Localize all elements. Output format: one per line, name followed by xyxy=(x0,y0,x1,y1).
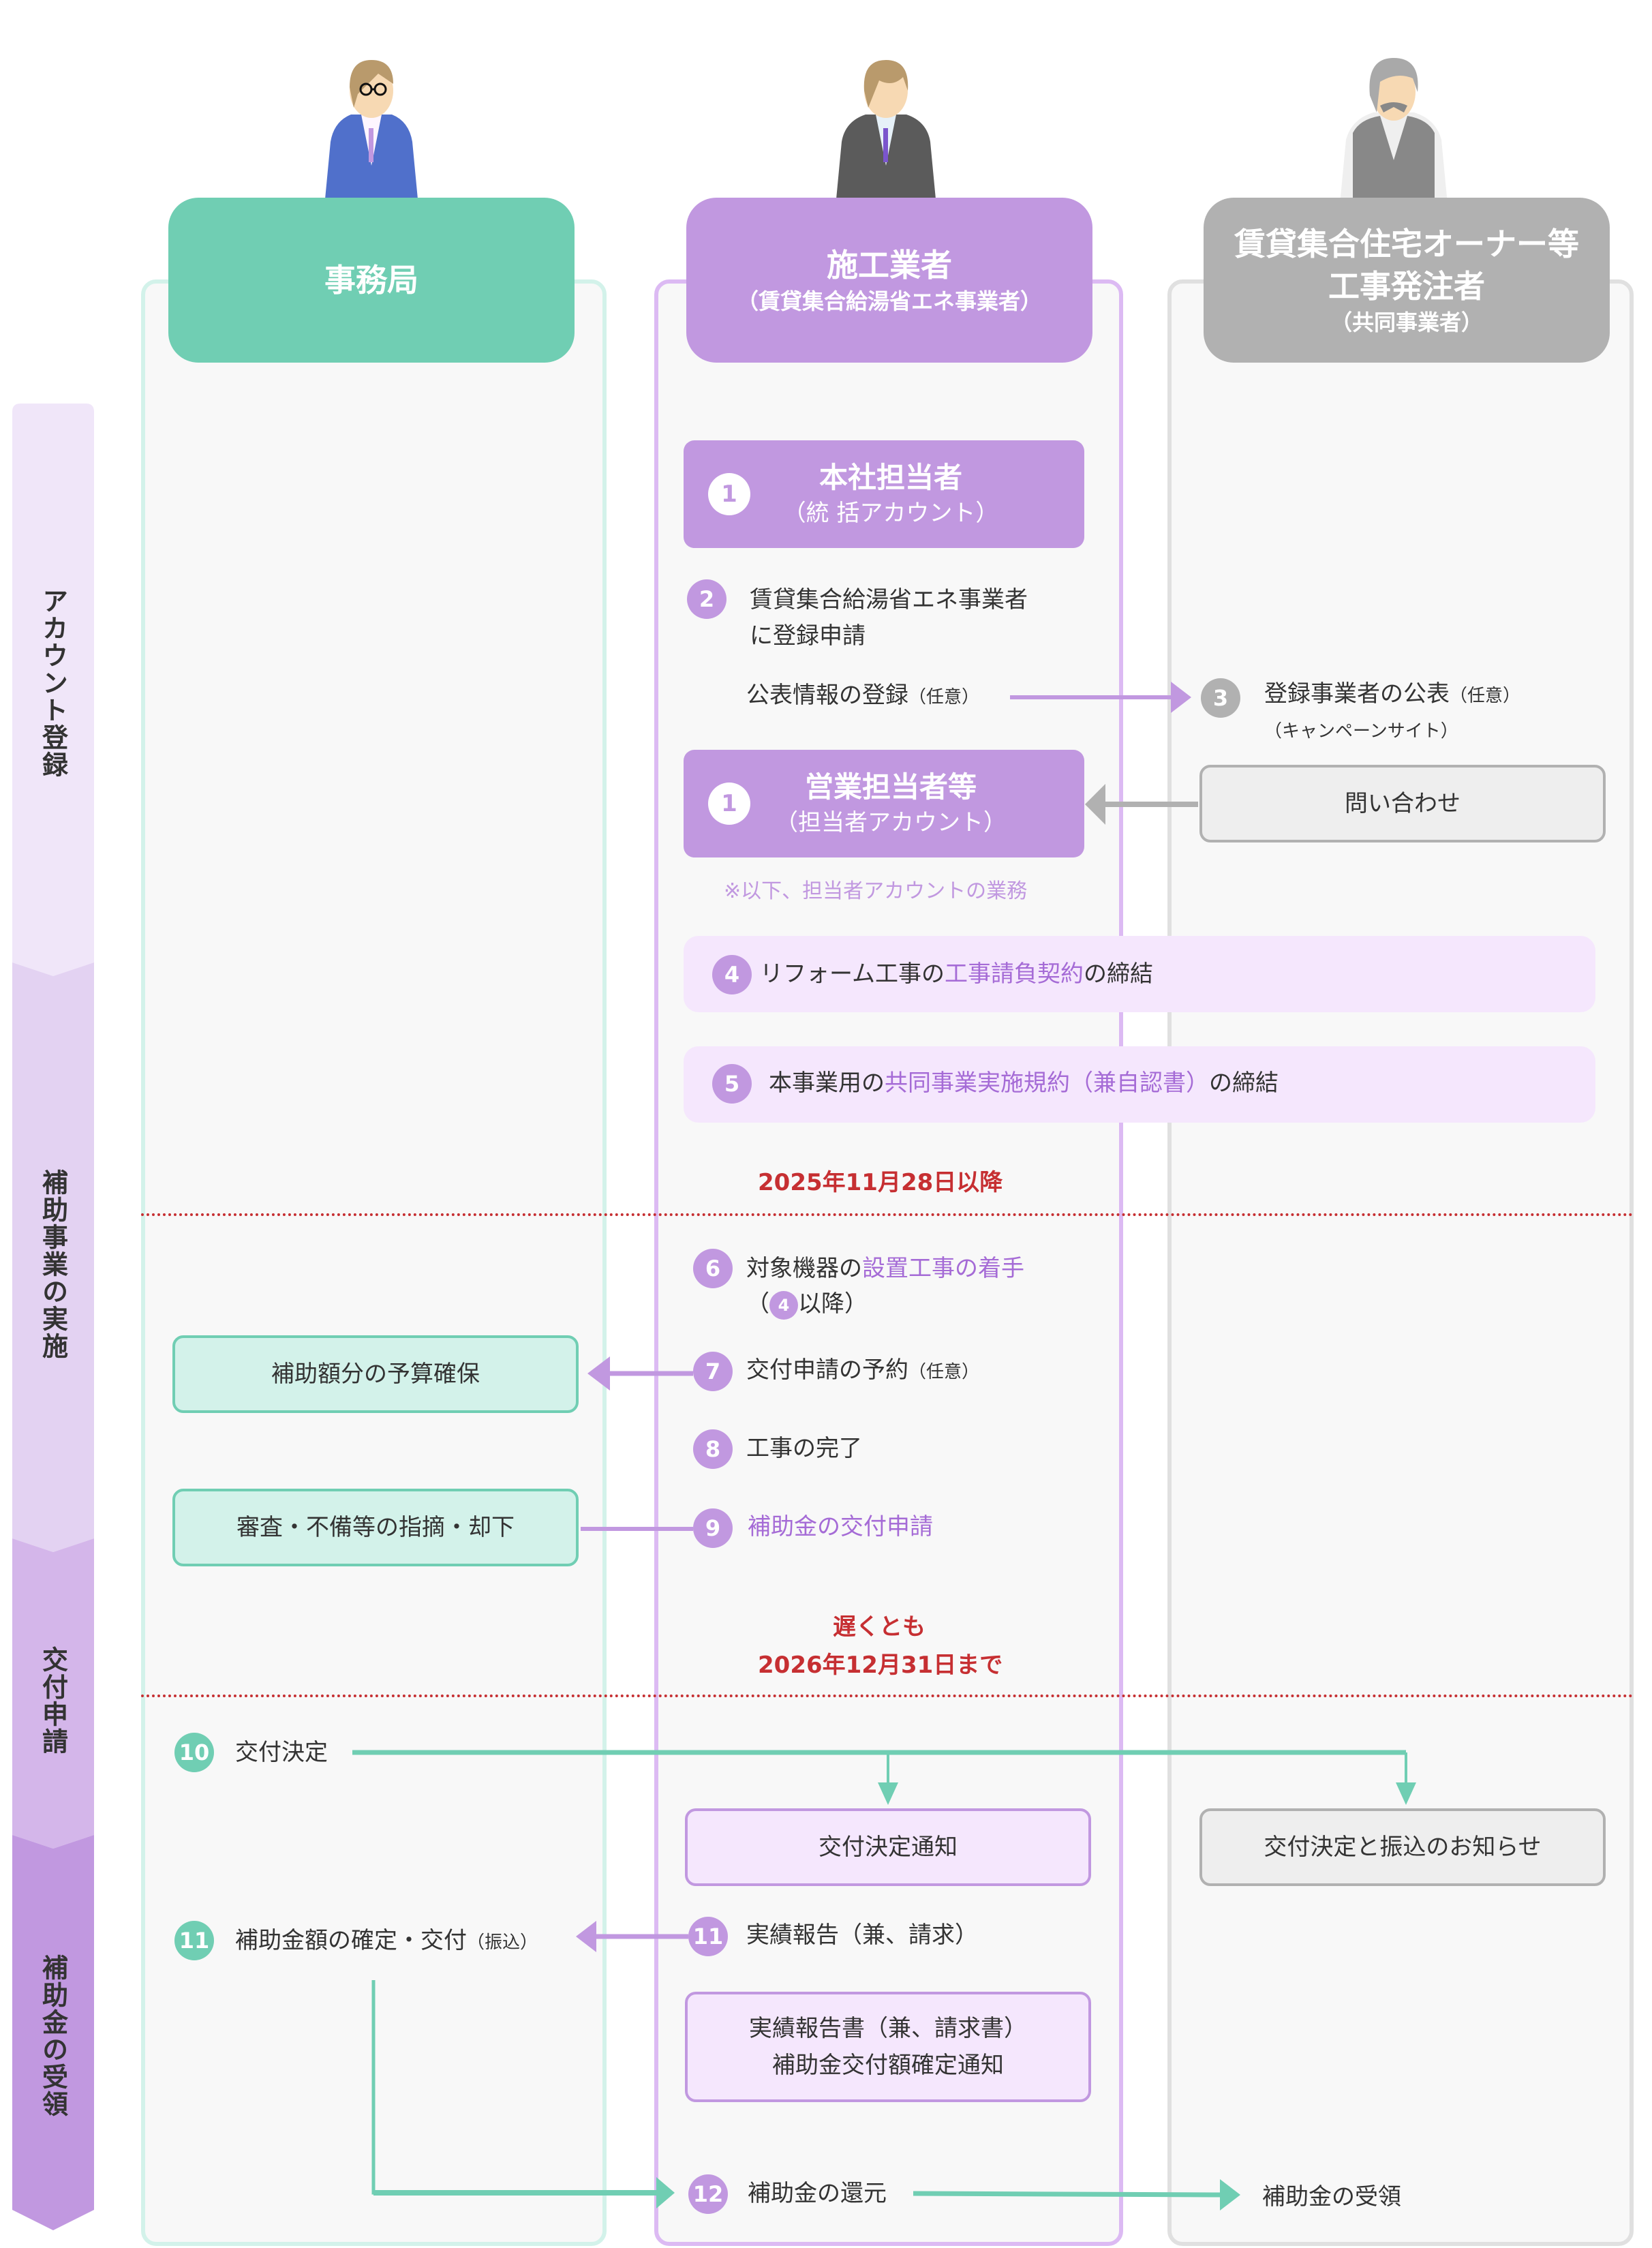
budget-box: 補助額分の予算確保 xyxy=(172,1335,579,1413)
step-badge: 9 xyxy=(693,1508,733,1548)
lane-contractor xyxy=(654,279,1123,2246)
deadline-divider xyxy=(141,1695,1634,1697)
step-11-contractor-label: 実績報告（兼、請求） xyxy=(746,1922,978,1949)
step-badge: 4 xyxy=(712,955,752,994)
step-4-band xyxy=(684,936,1595,1012)
phase-implementation: 補助事業の実施 xyxy=(37,1168,68,1360)
inquiry-box: 問い合わせ xyxy=(1199,765,1606,842)
step-badge: 2 xyxy=(687,579,726,619)
step-5-label: 本事業用の共同事業実施規約（兼自認書）の締結 xyxy=(769,1069,1279,1097)
grant-decision-notice-box: 交付決定通知 xyxy=(685,1808,1091,1886)
phase-account: アカウント登録 xyxy=(37,588,68,778)
step-badge: 8 xyxy=(693,1429,733,1469)
step-badge: 1 xyxy=(708,473,750,515)
step-badge: 6 xyxy=(693,1249,733,1288)
receive-label: 補助金の受領 xyxy=(1262,2183,1401,2211)
review-box: 審査・不備等の指摘・却下 xyxy=(172,1489,579,1566)
report-document-box: 実績報告書（兼、請求書） 補助金交付額確定通知 xyxy=(685,1992,1091,2102)
publish-registration: 公表情報の登録（任意） xyxy=(746,682,980,709)
phase-bar xyxy=(12,404,94,2230)
step-badge: 3 xyxy=(1201,678,1240,718)
step-badge: 11 xyxy=(688,1917,728,1956)
step-2-line2: に登録申請 xyxy=(750,622,866,650)
lane-owner xyxy=(1167,279,1634,2246)
step-badge: 11 xyxy=(174,1921,214,1960)
step-badge: 10 xyxy=(174,1733,214,1772)
step-6-label: 対象機器の設置工事の着手 xyxy=(746,1255,1024,1282)
deadline-end-line1: 遅くとも xyxy=(833,1613,926,1641)
sales-account-box: 1 営業担当者等 （担当者アカウント） xyxy=(684,750,1084,857)
step-5-band xyxy=(684,1046,1595,1123)
owner-icon xyxy=(1339,58,1448,211)
contractor-header: 施工業者 （賃貸集合給湯省エネ事業者） xyxy=(686,198,1092,363)
step-3-sub: （キャンペーンサイト） xyxy=(1264,721,1458,742)
step-badge: 1 xyxy=(708,783,750,825)
phase-receipt-shape xyxy=(12,1835,94,2230)
contractor-staff-icon xyxy=(835,60,937,213)
step-12-label: 補助金の還元 xyxy=(748,2180,887,2207)
lane-office xyxy=(141,279,607,2246)
office-header: 事務局 xyxy=(168,198,575,363)
step-3-label: 登録事業者の公表（任意） xyxy=(1264,680,1521,708)
step-8-label: 工事の完了 xyxy=(746,1435,862,1462)
step-2-line1: 賃貸集合給湯省エネ事業者 xyxy=(750,586,1028,613)
step-badge: 5 xyxy=(712,1064,752,1104)
phase-implementation-shape xyxy=(12,962,94,1552)
step-badge: 7 xyxy=(693,1352,733,1391)
step-9-label: 補助金の交付申請 xyxy=(748,1513,933,1540)
step-ref-badge: 4 xyxy=(769,1290,798,1320)
deadline-divider xyxy=(141,1213,1634,1216)
head-office-account-box: 1 本社担当者 （統 括アカウント） xyxy=(684,440,1084,548)
owner-header: 賃貸集合住宅オーナー等 工事発注者 （共同事業者） xyxy=(1204,198,1610,363)
step-11-office-label: 補助金額の確定・交付（振込） xyxy=(235,1927,538,1954)
step-badge: 12 xyxy=(688,2174,728,2214)
grant-transfer-notice-box: 交付決定と振込のお知らせ xyxy=(1199,1808,1606,1886)
phase-application: 交付申請 xyxy=(37,1645,68,1755)
deadline-end-line2: 2026年12月31日まで xyxy=(758,1652,1003,1679)
office-staff-icon xyxy=(324,60,419,213)
phase-application-shape xyxy=(12,1538,94,1849)
account-note: ※以下、担当者アカウントの業務 xyxy=(724,879,1028,903)
step-7-label: 交付申請の予約（任意） xyxy=(746,1356,980,1384)
phase-receipt: 補助金の受領 xyxy=(37,1954,68,2118)
phase-account-shape xyxy=(12,404,94,976)
step-10-label: 交付決定 xyxy=(235,1739,328,1766)
deadline-start: 2025年11月28日以降 xyxy=(758,1169,1003,1196)
step-4-label: リフォーム工事の工事請負契約の締結 xyxy=(760,960,1153,988)
